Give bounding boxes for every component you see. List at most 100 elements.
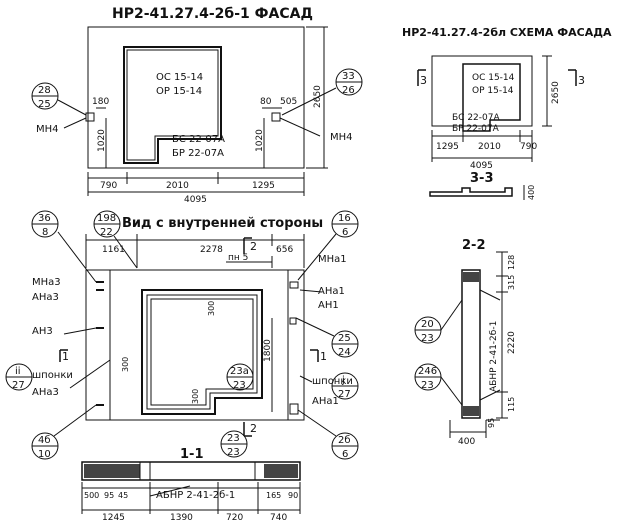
scheme-door-1: БС 22-07А xyxy=(452,113,500,123)
sec2-dim-right-1: 128 xyxy=(507,255,516,270)
inner-label-left-1: МНа3 xyxy=(32,277,61,288)
section-3-3-profile xyxy=(429,187,513,197)
facade-bottom-dim-2: 2010 xyxy=(166,181,189,191)
sec2-dim-width: 400 xyxy=(458,437,475,447)
title-facade: НР2-41.27.4-2б-1 ФАСАД xyxy=(112,6,313,22)
inner-callout-25-b: 24 xyxy=(338,347,351,358)
facade-window-1: ОС 15-14 xyxy=(156,72,203,83)
inner-label-left-2: АНа3 xyxy=(32,292,59,303)
inner-label-right-2: АНа1 xyxy=(318,286,345,297)
title-section-3-3: 3-3 xyxy=(470,171,494,186)
sec2-dim-right-4: 115 xyxy=(507,397,516,412)
sec1-callout-23-t: 23 xyxy=(227,433,240,444)
inner-label-right-3: АН1 xyxy=(318,300,339,311)
inner-dim-300-left: 300 xyxy=(121,357,130,372)
inner-callout-2b-b: 6 xyxy=(342,449,348,460)
sec1-dim-bottom-4: 740 xyxy=(270,513,287,523)
facade-window-2: ОР 15-14 xyxy=(156,86,202,97)
title-section-1-1: 1-1 xyxy=(180,447,204,462)
facade-callout-right-bottom: 26 xyxy=(342,85,355,96)
inner-callout-198-t: 198 xyxy=(97,213,116,224)
sec2-dim-95: 95 xyxy=(487,418,496,428)
inner-callout-4b-b: 10 xyxy=(38,449,51,460)
scheme-total: 4095 xyxy=(470,161,493,171)
facade-door-1: БС 22-07А xyxy=(172,134,225,145)
section-1-1 xyxy=(81,430,301,514)
inner-callout-2b-t: 2б xyxy=(338,435,351,446)
sec2-callout-20-t: 20 xyxy=(421,319,434,330)
inner-label-right-4: шпонки xyxy=(312,376,353,387)
inner-callout-36-t: 36 xyxy=(38,213,51,224)
inner-section-mark-bottom: 2 xyxy=(250,422,257,435)
sec1-dim-b-2: 90 xyxy=(288,491,298,500)
inner-label-right-1: МНа1 xyxy=(318,254,347,265)
facade-mn-left: МН4 xyxy=(36,124,59,135)
sec1-dim-a-3: 45 xyxy=(118,491,128,500)
facade-bottom-dim-3: 1295 xyxy=(252,181,275,191)
facade-door-2: БР 22-07А xyxy=(172,148,224,159)
facade-callout-left-top: 28 xyxy=(38,85,51,96)
inner-callout-ii-t: ii xyxy=(15,366,21,377)
facade-view xyxy=(31,26,363,196)
inner-callout-25-t: 25 xyxy=(338,333,351,344)
inner-label-right-5: АНа1 xyxy=(312,396,339,407)
inner-callout-36-b: 8 xyxy=(42,227,48,238)
facade-mn-right: МН4 xyxy=(330,132,353,143)
inner-callout-ii-b: 27 xyxy=(12,380,25,391)
sec2-dim-right-2: 315 xyxy=(507,275,516,290)
sec1-mark: АБНР 2-41-2б-1 xyxy=(156,490,235,501)
facade-panel-outline xyxy=(87,26,305,169)
facade-dim-right-top-a: 80 xyxy=(260,97,272,107)
facade-bottom-dim-1: 790 xyxy=(100,181,117,191)
inner-section-mark-1-right: 1 xyxy=(320,350,327,363)
inner-callout-j-b: 27 xyxy=(338,389,351,400)
sec1-dim-bottom-1: 1245 xyxy=(102,513,125,523)
inner-section-mark-top: 2 xyxy=(250,240,257,253)
inner-dim-300-top: 300 xyxy=(207,301,216,316)
facade-opening xyxy=(123,46,222,164)
facade-callout-right-top: 33 xyxy=(342,71,355,82)
facade-total: 4095 xyxy=(184,195,207,205)
inner-section-mark-1-left: 1 xyxy=(62,350,69,363)
inner-view xyxy=(5,210,359,460)
inner-pn: пн 5 xyxy=(228,253,248,263)
sec2-callout-20-b: 23 xyxy=(421,333,434,344)
facade-dim-right-top-b: 505 xyxy=(280,97,297,107)
section-1-1-profile xyxy=(81,461,301,481)
title-scheme: НР2-41.27.4-2бл СХЕМА ФАСАДА xyxy=(402,26,612,39)
inner-top-dim-3: 656 xyxy=(276,245,293,255)
inner-callout-4b-t: 4б xyxy=(38,435,51,446)
scheme-window-1: ОС 15-14 xyxy=(472,73,515,83)
sec1-callout-23-b: 23 xyxy=(227,447,240,458)
facade-embed-left xyxy=(85,112,95,122)
title-inner-view: Вид с внутренней стороны xyxy=(122,216,323,231)
inner-callout-j-t: j xyxy=(341,375,345,386)
title-section-2-2: 2-2 xyxy=(462,238,486,253)
sec1-dim-bottom-3: 720 xyxy=(226,513,243,523)
facade-callout-left-bottom: 25 xyxy=(38,99,51,110)
inner-callout-23a-b: 23 xyxy=(233,380,246,391)
inner-callout-198-b: 22 xyxy=(100,227,113,238)
inner-label-left-5: АНа3 xyxy=(32,387,59,398)
inner-panel-outline xyxy=(85,269,305,421)
scheme-view xyxy=(417,55,577,200)
inner-callout-16-t: 16 xyxy=(338,213,351,224)
sec1-dim-a-1: 500 xyxy=(84,491,99,500)
scheme-panel-outline xyxy=(431,55,533,127)
sec2-callout-246-b: 23 xyxy=(421,380,434,391)
scheme-section-right: 3 xyxy=(578,74,585,87)
scheme-dim-2: 2010 xyxy=(478,142,501,152)
inner-dim-300-bottom: 300 xyxy=(191,389,200,404)
sec2-callout-246-t: 246 xyxy=(418,366,437,377)
scheme-sec3-height: 400 xyxy=(527,185,536,200)
inner-label-left-3: АН3 xyxy=(32,326,53,337)
inner-callout-23a-t: 23а xyxy=(230,366,249,377)
scheme-window-2: ОР 15-14 xyxy=(472,86,514,96)
facade-dim-left-top: 180 xyxy=(92,97,109,107)
section-2-2-profile xyxy=(461,269,481,419)
scheme-dim-3: 790 xyxy=(520,142,537,152)
section-2-2 xyxy=(414,251,508,438)
scheme-dim-1: 1295 xyxy=(436,142,459,152)
facade-embed-right xyxy=(271,112,281,122)
